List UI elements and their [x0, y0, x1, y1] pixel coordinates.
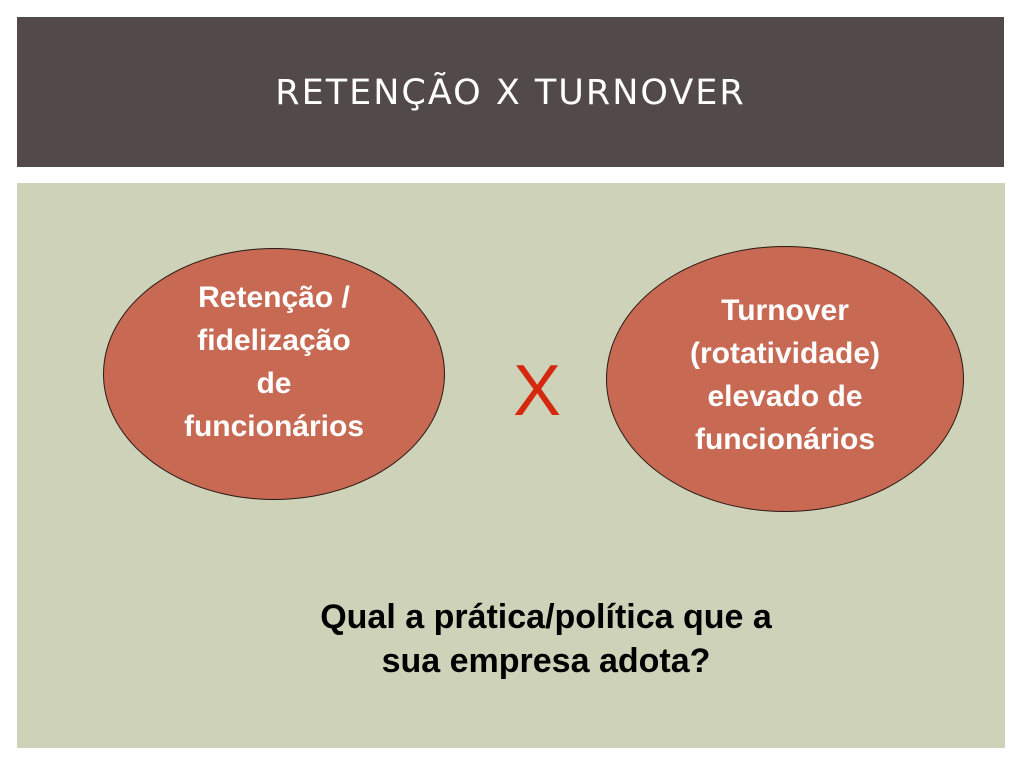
turnover-ellipse: Turnover (rotatividade) elevado de funci…	[606, 246, 964, 512]
turnover-label: Turnover (rotatividade) elevado de funci…	[689, 294, 881, 456]
slide-title: RETENÇÃO X TURNOVER	[275, 73, 746, 113]
retention-ellipse: Retenção / fidelização de funcionários	[103, 248, 445, 500]
question-text: Qual a prática/política que a sua empres…	[320, 598, 772, 680]
versus-mark: X	[512, 351, 562, 431]
title-bar: RETENÇÃO X TURNOVER	[17, 17, 1004, 167]
content-panel: Retenção / fidelização de funcionários X…	[17, 183, 1005, 748]
retention-label: Retenção / fidelização de funcionários	[183, 281, 364, 443]
